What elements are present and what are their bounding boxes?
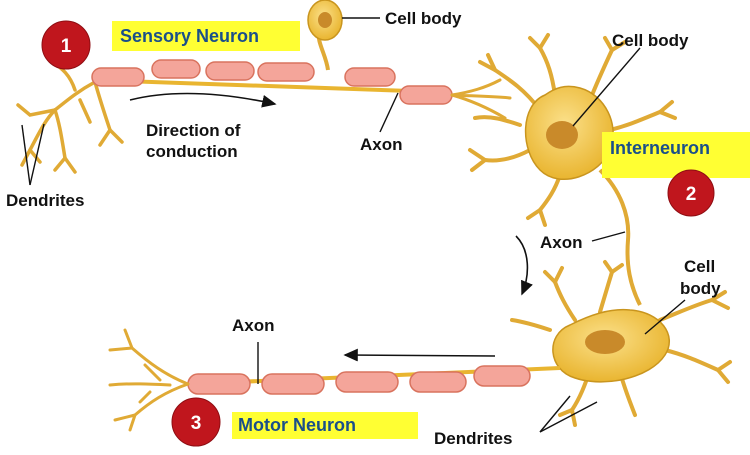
label-direction-line1: Direction of [146, 121, 241, 140]
label-dendrites-motor: Dendrites [434, 429, 512, 448]
interneuron-nucleus [546, 121, 578, 149]
sensory-nucleus [318, 12, 332, 28]
direction-arrow-right [515, 235, 533, 296]
leader-lines [21, 17, 686, 433]
interneuron-label: Interneuron [610, 138, 710, 158]
badge-3: 3 [171, 397, 221, 447]
interneuron-axon [598, 168, 642, 306]
label-axon-motor: Axon [232, 316, 275, 335]
label-axon-sensory: Axon [360, 135, 403, 154]
label-direction-line2: conduction [146, 142, 238, 161]
sensory-dendrites [16, 60, 124, 174]
label-cell-body-motor-line2: body [680, 279, 721, 298]
badge-1: 1 [41, 20, 91, 70]
label-dendrites-sensory: Dendrites [6, 191, 84, 210]
badge-1-number: 1 [61, 36, 72, 57]
sensory-myelin [91, 59, 453, 105]
direction-arrow-top [129, 92, 277, 108]
sensory-neuron-label: Sensory Neuron [120, 26, 259, 46]
label-axon-interneuron: Axon [540, 233, 583, 252]
label-cell-body-motor-line1: Cell [684, 257, 715, 276]
interneuron-tag-highlight [602, 132, 750, 178]
sensory-neuron [16, 0, 512, 174]
badge-2: 2 [667, 169, 715, 217]
label-cell-body-sensory: Cell body [385, 9, 462, 28]
motor-myelin [187, 365, 531, 395]
direction-arrow-bottom [343, 348, 496, 362]
motor-tag-highlight [232, 412, 418, 439]
sensory-tag-highlight [112, 21, 300, 51]
motor-neuron-label: Motor Neuron [238, 415, 356, 435]
interneuron [468, 33, 677, 306]
motor-terminals [108, 328, 190, 432]
badge-2-number: 2 [686, 184, 697, 205]
motor-neuron [108, 260, 732, 432]
label-cell-body-interneuron: Cell body [612, 31, 689, 50]
badge-3-number: 3 [191, 413, 202, 434]
motor-nucleus [585, 330, 625, 354]
